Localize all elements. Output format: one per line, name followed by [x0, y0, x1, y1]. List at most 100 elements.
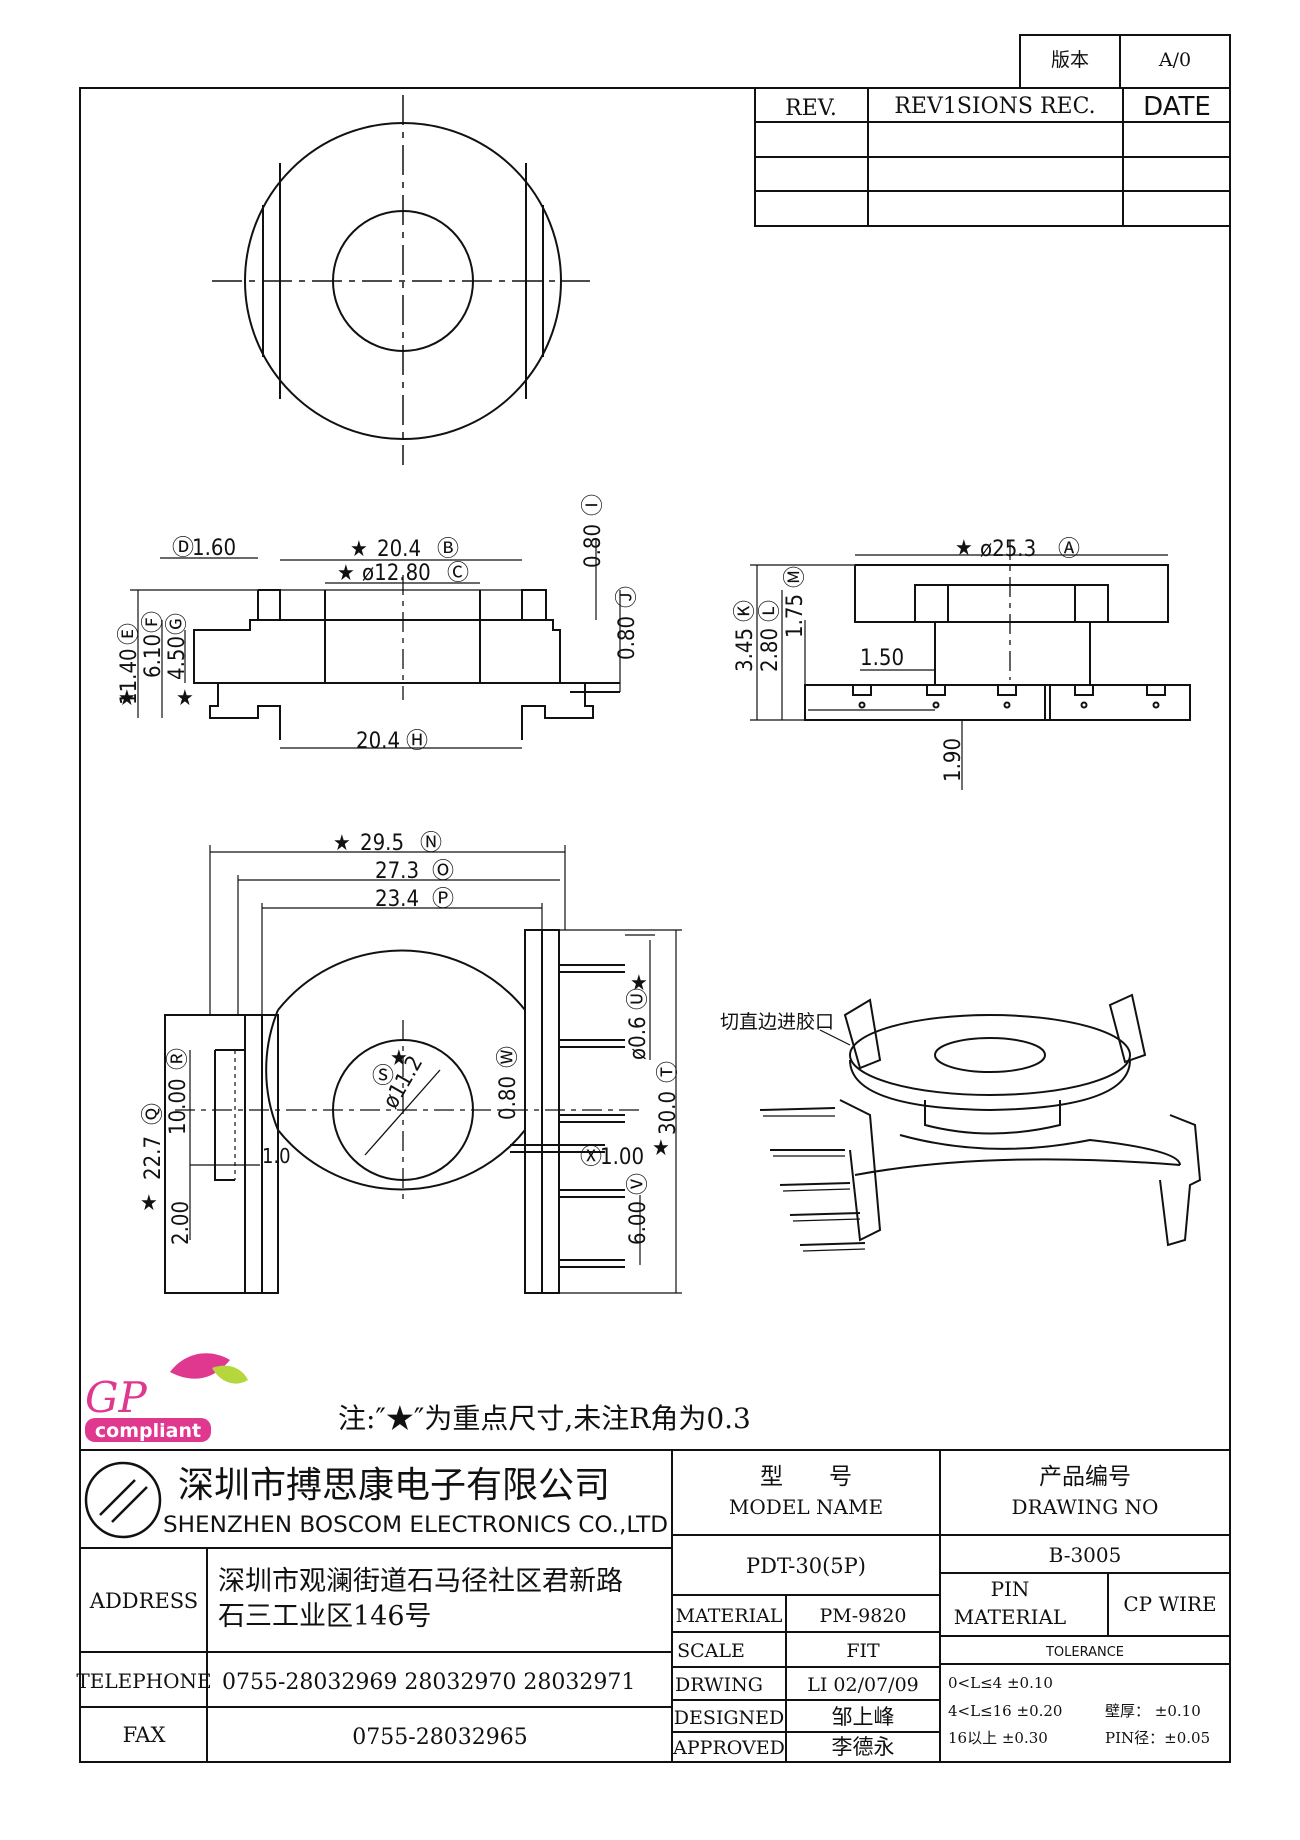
- dim-29-5: 29.5: [360, 831, 404, 856]
- version-label: 版本: [1051, 49, 1089, 71]
- bottom-view: [164, 845, 682, 1294]
- dim-0-80-j: 0.80: [615, 616, 640, 660]
- pin-material-label1: PIN: [991, 1577, 1030, 1601]
- dim-1-90: 1.90: [941, 738, 966, 782]
- address-line1: 深圳市观澜街道石马径社区君新路: [218, 1566, 623, 1597]
- designed-label: DESIGNED: [674, 1707, 785, 1729]
- marker-l: Ⓛ: [758, 600, 783, 622]
- marker-b: Ⓑ: [437, 537, 459, 562]
- gp-logo-text: GP: [85, 1373, 148, 1422]
- dim-25-3: ø25.3: [980, 537, 1036, 562]
- star-icon: ★: [337, 561, 355, 586]
- tolerance-row3: 16以上 ±0.30: [948, 1729, 1048, 1747]
- model-value: PDT-30(5P): [746, 1554, 866, 1578]
- drawing-label-en: DRAWING NO: [1012, 1495, 1159, 1519]
- marker-h: Ⓗ: [406, 729, 428, 754]
- drwing-value: LI 02/07/09: [807, 1674, 919, 1696]
- marker-n: Ⓝ: [420, 831, 442, 856]
- dim-11-40: 11.40: [117, 648, 142, 705]
- marker-u: Ⓤ: [626, 988, 651, 1010]
- marker-d: Ⓓ: [172, 536, 194, 561]
- fax-label: FAX: [123, 1723, 166, 1747]
- drawing-note: 注:″★″为重点尺寸,未注R角为0.3: [338, 1402, 751, 1435]
- dim-6-10: 6.10: [141, 634, 166, 678]
- marker-x: Ⓧ: [580, 1145, 602, 1170]
- drawing-value: B-3005: [1049, 1543, 1122, 1567]
- fax-value: 0755-28032965: [352, 1725, 527, 1750]
- star-icon: ★: [652, 1136, 670, 1161]
- dim-0-6: ø0.6: [626, 1016, 651, 1060]
- scale-label: SCALE: [677, 1640, 745, 1662]
- marker-j: Ⓙ: [615, 586, 640, 608]
- version-value: A/0: [1158, 49, 1191, 71]
- address-label: ADDRESS: [89, 1589, 198, 1613]
- scale-value: FIT: [846, 1640, 880, 1662]
- marker-f: Ⓕ: [141, 611, 166, 633]
- dim-1-60: 1.60: [192, 536, 236, 561]
- star-icon: ★: [350, 537, 368, 562]
- star-icon: ★: [176, 686, 194, 711]
- sheet-frame: [79, 34, 1231, 1763]
- bottom-view-dimensions: ★ 29.5 Ⓝ 27.3 Ⓞ 23.4 Ⓟ 1.0 ★ Ⓢ ø11.2 0.8…: [140, 831, 681, 1245]
- dim-10-00: 10.00: [166, 1078, 191, 1135]
- telephone-label: TELEPHONE: [76, 1669, 211, 1693]
- pin-material-label2: MATERIAL: [954, 1605, 1066, 1629]
- side-view: [750, 540, 1191, 790]
- marker-m: Ⓜ: [783, 566, 808, 588]
- company-name-en: SHENZHEN BOSCOM ELECTRONICS CO.,LTD: [163, 1513, 668, 1538]
- marker-p: Ⓟ: [432, 887, 454, 912]
- callout-label: 切直边进胶口: [720, 1011, 834, 1033]
- revisions-column-header: REV1SIONS REC.: [894, 94, 1095, 119]
- star-icon: ★: [333, 831, 351, 856]
- dim-27-3: 27.3: [375, 859, 419, 884]
- dim-1-50: 1.50: [860, 646, 904, 671]
- marker-c: Ⓒ: [447, 561, 469, 586]
- star-icon: ★: [955, 536, 973, 561]
- dim-30-0: 30.0: [656, 1091, 681, 1135]
- dim-1-0: 1.0: [262, 1144, 291, 1168]
- dim-1-00: 1.00: [600, 1145, 644, 1170]
- drwing-label: DRWING: [675, 1674, 763, 1696]
- marker-s: Ⓢ: [372, 1064, 394, 1089]
- dim-20-4-h: 20.4: [356, 729, 400, 754]
- marker-t: Ⓣ: [656, 1061, 681, 1083]
- star-icon: ★: [390, 1046, 408, 1071]
- date-column-header: DATE: [1143, 92, 1211, 122]
- dim-23-4: 23.4: [375, 887, 419, 912]
- tolerance-row1: 0<L≤4 ±0.10: [948, 1674, 1053, 1692]
- marker-q: Ⓠ: [141, 1103, 166, 1125]
- tolerance-label: TOLERANCE: [1045, 1645, 1124, 1660]
- marker-w: Ⓦ: [496, 1046, 521, 1068]
- dim-22-7: 22.7: [141, 1136, 166, 1180]
- material-value: PM-9820: [819, 1605, 906, 1627]
- marker-i: Ⓘ: [581, 494, 606, 516]
- rev-column-header: REV.: [785, 96, 837, 121]
- dim-0-80-w: 0.80: [496, 1076, 521, 1120]
- marker-a: Ⓐ: [1058, 537, 1080, 562]
- front-view-dimensions: Ⓓ 1.60 ★ 20.4 Ⓑ ★ ø12.80 Ⓒ 20.4 Ⓗ 0.80Ⓘ …: [117, 494, 640, 754]
- approved-label: APPROVED: [672, 1737, 785, 1759]
- dim-2-80: 2.80: [758, 628, 783, 672]
- dim-3-45: 3.45: [733, 628, 758, 672]
- compliant-text: compliant: [95, 1420, 201, 1442]
- company-logo: [84, 1461, 162, 1539]
- dim-6-00: 6.00: [626, 1201, 651, 1245]
- marker-e: Ⓔ: [117, 623, 142, 645]
- company-name-cn: 深圳市搏思康电子有限公司: [178, 1465, 610, 1506]
- designed-value: 邹上峰: [832, 1705, 895, 1729]
- top-view: [212, 95, 590, 465]
- dim-12-80: ø12.80: [362, 561, 431, 586]
- approved-value: 李德永: [832, 1735, 895, 1759]
- marker-r: Ⓡ: [166, 1048, 191, 1070]
- model-label-cn: 型 号: [760, 1464, 852, 1490]
- dim-4-50: 4.50: [165, 636, 190, 680]
- dim-0-80-i: 0.80: [581, 524, 606, 568]
- dim-1-75: 1.75: [783, 594, 808, 638]
- star-icon: ★: [118, 686, 136, 711]
- dim-2-00: 2.00: [169, 1201, 194, 1245]
- tolerance-wall: 壁厚： ±0.10: [1105, 1702, 1201, 1720]
- material-label: MATERIAL: [676, 1605, 783, 1627]
- model-label-en: MODEL NAME: [729, 1495, 883, 1519]
- isometric-view: [759, 993, 1202, 1252]
